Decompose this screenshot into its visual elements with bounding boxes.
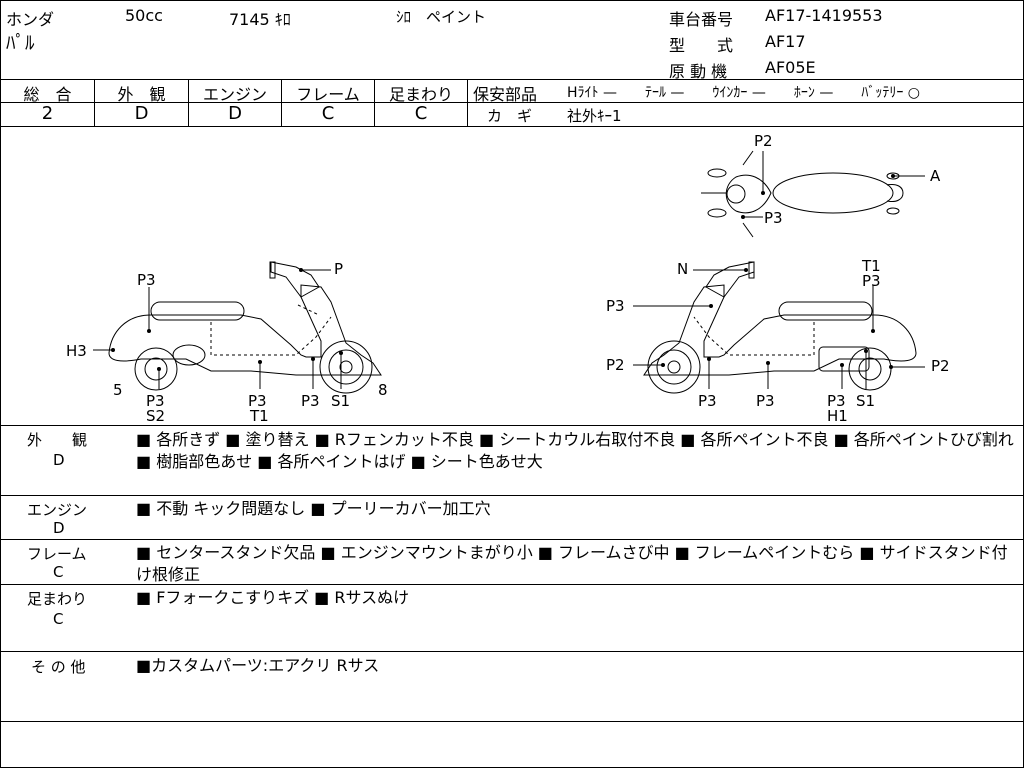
top-view-scooter — [701, 150, 904, 238]
displacement: 50cc — [125, 6, 163, 25]
label-left-p3-wheel: P3 — [146, 392, 165, 410]
note-exterior-text: ■ 各所きず ■ 塗り替え ■ Rフェンカット不良 ■ シートカウル右取付不良 … — [136, 430, 1014, 471]
label-left-t1: T1 — [249, 407, 269, 425]
label-top-a: A — [930, 167, 941, 185]
grade-frame: C — [321, 103, 335, 124]
divider — [467, 102, 1023, 103]
note-frame-label: フレーム — [27, 545, 87, 563]
note-engine-text: ■ 不動 キック問題なし ■ プーリーカバー加工穴 — [136, 499, 491, 518]
type-value: AF17 — [765, 32, 806, 51]
label-left-p: P — [334, 260, 343, 278]
type-label: 型 式 — [669, 36, 734, 55]
label-right-t1: T1 — [861, 257, 881, 275]
mileage: 7145 ｷﾛ — [229, 10, 291, 29]
maker: ホンダ — [6, 10, 55, 29]
safety-label: 保安部品 — [473, 85, 538, 104]
divider — [188, 79, 189, 126]
key-label: カ ギ — [487, 107, 533, 125]
note-exterior-grade: D — [53, 451, 65, 469]
label-left-p3-right: P3 — [301, 392, 320, 410]
note-suspension-text: ■ Fフォークこすりキズ ■ Rサスぬけ — [136, 588, 410, 607]
grade-engine: D — [228, 103, 242, 124]
note-engine-grade: D — [53, 519, 65, 537]
label-left-s2: S2 — [146, 407, 165, 425]
note-suspension-grade: C — [53, 610, 64, 628]
divider — [374, 79, 375, 126]
label-top-p2: P2 — [754, 132, 773, 150]
divider — [1, 102, 467, 103]
note-frame-grade: C — [53, 563, 64, 581]
grade-suspension: C — [414, 103, 428, 124]
divider — [1, 425, 1023, 426]
divider — [467, 79, 468, 126]
note-engine-label: エンジン — [27, 501, 88, 519]
frame-no: AF17-1419553 — [765, 6, 883, 25]
divider — [1, 126, 1023, 127]
grade-header-overall: 総 合 — [23, 85, 72, 104]
label-left-h3: H3 — [66, 342, 87, 360]
label-right-p3-front: P3 — [606, 297, 625, 315]
label-left-p3-mid: P3 — [248, 392, 267, 410]
label-top-p3: P3 — [764, 209, 783, 227]
grade-header-suspension: 足まわり — [388, 85, 453, 104]
key-value: 社外ｷｰ1 — [567, 107, 622, 125]
grade-exterior: D — [134, 103, 149, 124]
label-right-p3-b2: P3 — [756, 392, 775, 410]
divider — [1, 721, 1023, 722]
note-other-label: そ の 他 — [31, 658, 86, 676]
note-frame-text: ■ センタースタンド欠品 ■ エンジンマウントまがり小 ■ フレームさび中 ■ … — [136, 543, 1008, 584]
frame-no-label: 車台番号 — [669, 10, 734, 29]
safety-items: Hﾗｲﾄ — ﾃｰﾙ — ｳｲﾝｶｰ — ﾎｰﾝ — ﾊﾞｯﾃﾘｰ ○ — [567, 85, 920, 101]
divider — [1, 79, 1023, 80]
model-name: ﾊﾟﾙ — [6, 32, 35, 54]
divider — [1, 495, 1023, 496]
grade-overall: 2 — [41, 103, 54, 124]
label-right-h1: H1 — [827, 407, 848, 425]
note-suspension-label: 足まわり — [27, 590, 88, 608]
label-right-p3-top: P3 — [862, 272, 881, 290]
color: ｼﾛ ペイント — [396, 8, 487, 26]
divider — [94, 79, 95, 126]
label-right-p3-b1: P3 — [698, 392, 717, 410]
divider — [281, 79, 282, 126]
grade-header-exterior: 外 観 — [117, 85, 166, 104]
grade-header-engine: エンジン — [202, 85, 267, 104]
label-right-n: N — [677, 260, 688, 278]
grade-header-frame: フレーム — [296, 85, 360, 104]
label-left-5: 5 — [113, 381, 123, 399]
label-left-p3-top: P3 — [137, 271, 156, 289]
divider — [1, 539, 1023, 540]
left-side-scooter — [108, 261, 382, 394]
divider — [1, 651, 1023, 652]
label-right-p2-right: P2 — [931, 357, 950, 375]
scooter-diagrams: P2 A P3 P3 P H3 5 8 P3 S2 P3 T1 P3 S1 N … — [66, 132, 950, 425]
engine-label: 原 動 機 — [669, 62, 728, 81]
note-other-text: ■カスタムパーツ:エアクリ Rサス — [136, 656, 380, 675]
label-left-8: 8 — [378, 381, 388, 399]
label-right-p2-left: P2 — [606, 356, 625, 374]
label-left-s1: S1 — [331, 392, 350, 410]
divider — [1, 584, 1023, 585]
engine-value: AF05E — [765, 58, 816, 77]
label-right-p3-b3: P3 — [827, 392, 846, 410]
note-exterior-label: 外 観 — [27, 431, 88, 449]
label-right-s1: S1 — [856, 392, 875, 410]
